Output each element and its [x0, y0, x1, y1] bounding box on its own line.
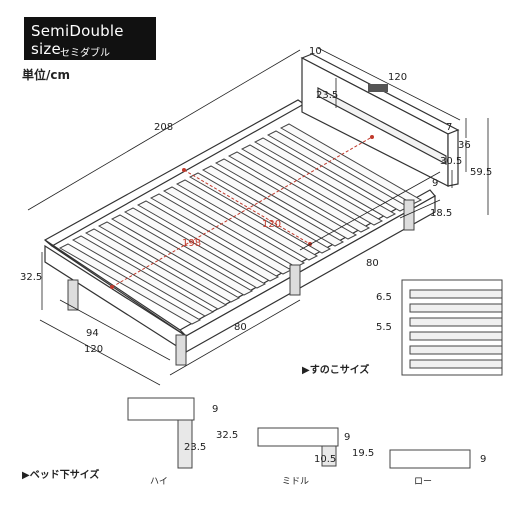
high-label: ハイ: [150, 477, 168, 487]
slat-size-label: ▶すのこサイズ: [302, 365, 370, 376]
high-leg-value: 23.5: [184, 442, 206, 453]
dim-top-height: 36: [458, 140, 471, 151]
size-title-box: SemiDouble size セミダブル: [24, 17, 156, 60]
leg-size-low: [389, 449, 471, 469]
dim-side-left: 80: [234, 322, 247, 333]
size-subtitle: セミダブル: [60, 48, 110, 59]
dimension-lines: [27, 47, 489, 386]
dim-total-height: 59.5: [470, 167, 492, 178]
dim-inner-length: 198: [182, 238, 201, 249]
dim-side-right: 80: [366, 258, 379, 269]
outlet-icon: [368, 84, 388, 92]
dim-shelf-height: 7: [446, 122, 452, 133]
dim-overall-length: 208: [154, 122, 173, 133]
middle-label: ミドル: [282, 477, 309, 487]
high-frame-value: 9: [212, 404, 218, 415]
low-frame-value: 9: [480, 454, 486, 465]
dim-foot-inner: 94: [86, 328, 99, 339]
leg-back-right: [403, 199, 415, 231]
legs: [67, 199, 415, 366]
slat-detail: [401, 279, 503, 376]
headboard: [300, 53, 460, 187]
unit-label: 単位/cm: [22, 68, 71, 82]
dim-leg-spacing: 18.5: [430, 208, 452, 219]
dim-headboard-mid: 30.5: [440, 156, 462, 167]
dim-headboard-gap: 9: [432, 178, 438, 189]
dim-frame-height: 32.5: [20, 272, 42, 283]
bed-frame: [43, 99, 436, 354]
leg-size-high: [127, 397, 195, 469]
slat-gap-value: 6.5: [376, 292, 392, 303]
dim-headboard-shelf: 23.5: [316, 90, 338, 101]
dim-foot-width: 120: [84, 344, 103, 355]
middle-frame-value: 9: [344, 432, 350, 443]
leg-front-left: [67, 279, 79, 311]
slat-width-value: 5.5: [376, 322, 392, 333]
dim-headboard-depth: 10: [309, 46, 322, 57]
leg-size-label: ▶ベッド下サイズ: [22, 470, 100, 481]
leg-front-right: [175, 334, 187, 366]
leg-middle: [289, 264, 301, 296]
high-total-value: 32.5: [216, 430, 238, 441]
dim-inner-width: 120: [262, 219, 281, 230]
middle-leg-value: 10.5: [314, 454, 336, 465]
middle-total-value: 19.5: [352, 448, 374, 459]
size-title: SemiDouble size: [31, 22, 124, 58]
dim-headboard-width: 120: [388, 72, 407, 83]
leg-size-middle: [257, 427, 339, 467]
slats-group: [58, 123, 423, 325]
low-label: ロー: [414, 477, 432, 487]
inner-dimension-lines: [111, 136, 373, 288]
